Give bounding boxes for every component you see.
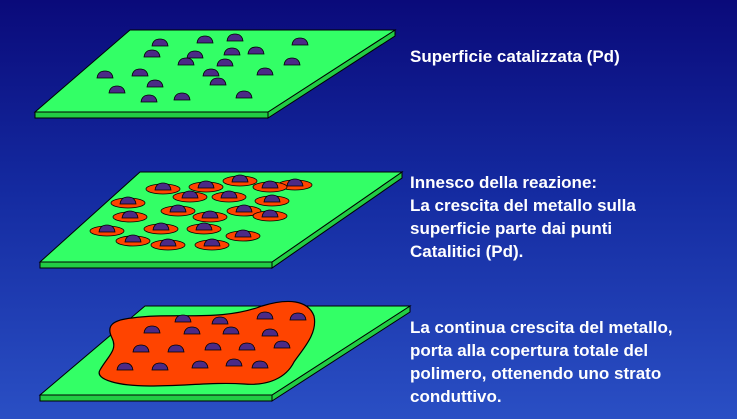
catalyst-dot <box>209 77 227 86</box>
catalyst-dot <box>263 194 281 203</box>
substrate-front-edge <box>39 261 273 269</box>
catalyst-dot <box>222 326 240 335</box>
catalyst-dot <box>146 79 164 88</box>
catalyst-dot <box>261 209 279 218</box>
caption-line: superficie parte dai punti <box>410 219 613 238</box>
catalyst-dot <box>177 57 195 66</box>
substrate-front-edge <box>34 111 269 119</box>
catalyst-dot <box>183 326 201 335</box>
catalyst-dot <box>140 94 158 103</box>
catalyst-dot <box>152 222 170 231</box>
catalyst-dot <box>169 204 187 213</box>
caption-line: porta alla copertura totale del <box>410 341 649 360</box>
catalyst-dot <box>201 210 219 219</box>
catalyst-dot <box>286 178 304 187</box>
catalyst-dot <box>256 67 274 76</box>
catalyst-dot <box>203 238 221 247</box>
catalyst-dot <box>131 68 149 77</box>
stage-2-plate <box>38 171 404 269</box>
catalyst-dot <box>154 182 172 191</box>
catalyst-dot <box>216 58 234 67</box>
caption-stage-2: Innesco della reazione: La crescita del … <box>410 171 636 263</box>
stage-1-plate <box>33 29 397 119</box>
caption-line: Catalitici (Pd). <box>410 242 524 261</box>
catalyst-dot <box>197 180 215 189</box>
catalyst-dot <box>181 190 199 199</box>
catalyst-dot <box>151 362 169 371</box>
catalyst-dot <box>108 85 126 94</box>
catalyst-dot <box>132 344 150 353</box>
catalyst-dot <box>211 316 229 325</box>
catalyst-dot <box>195 222 213 231</box>
catalyst-dot <box>124 234 142 243</box>
caption-stage-3: La continua crescita del metallo, porta … <box>410 316 673 408</box>
catalyst-dot <box>235 204 253 213</box>
catalyst-dot <box>204 342 222 351</box>
catalyst-dot <box>116 362 134 371</box>
caption-line: conduttivo. <box>410 387 502 406</box>
catalyst-dot <box>261 328 279 337</box>
caption-stage-1: Superficie catalizzata (Pd) <box>410 45 620 68</box>
caption-line: La continua crescita del metallo, <box>410 318 673 337</box>
catalyst-dot <box>289 312 307 321</box>
catalyst-dot <box>261 180 279 189</box>
catalyst-dot <box>174 314 192 323</box>
catalyst-dot <box>223 47 241 56</box>
caption-line: La crescita del metallo sulla <box>410 196 636 215</box>
catalyst-dot <box>251 360 269 369</box>
catalyst-dot <box>220 190 238 199</box>
catalyst-dot <box>202 68 220 77</box>
catalyst-dot <box>225 358 243 367</box>
catalyst-dot <box>235 90 253 99</box>
catalyst-dot <box>196 35 214 44</box>
catalyst-dot <box>159 238 177 247</box>
catalyst-dot <box>167 344 185 353</box>
caption-line: polimero, ottenendo uno strato <box>410 364 662 383</box>
substrate-front-edge <box>39 394 273 402</box>
catalyst-dot <box>143 49 161 58</box>
catalyst-dot <box>234 229 252 238</box>
catalyst-dot <box>283 57 301 66</box>
catalyst-dot <box>119 196 137 205</box>
caption-line: Innesco della reazione: <box>410 173 598 192</box>
catalyst-dot <box>247 46 265 55</box>
catalyst-dot <box>191 360 209 369</box>
catalyst-dot <box>226 33 244 42</box>
catalyst-dot <box>151 38 169 47</box>
catalyst-dot <box>96 70 114 79</box>
catalyst-dot <box>121 210 139 219</box>
catalyst-dot <box>143 325 161 334</box>
catalyst-dot <box>98 224 116 233</box>
catalyst-dot <box>291 37 309 46</box>
catalyst-dot <box>231 174 249 183</box>
catalyst-dot <box>273 340 291 349</box>
catalyst-dot <box>256 311 274 320</box>
stage-3-plate <box>38 300 412 402</box>
catalyst-dot <box>173 92 191 101</box>
caption-line: Superficie catalizzata (Pd) <box>410 47 620 66</box>
catalyst-dot <box>238 342 256 351</box>
catalyst-dot <box>186 50 204 59</box>
